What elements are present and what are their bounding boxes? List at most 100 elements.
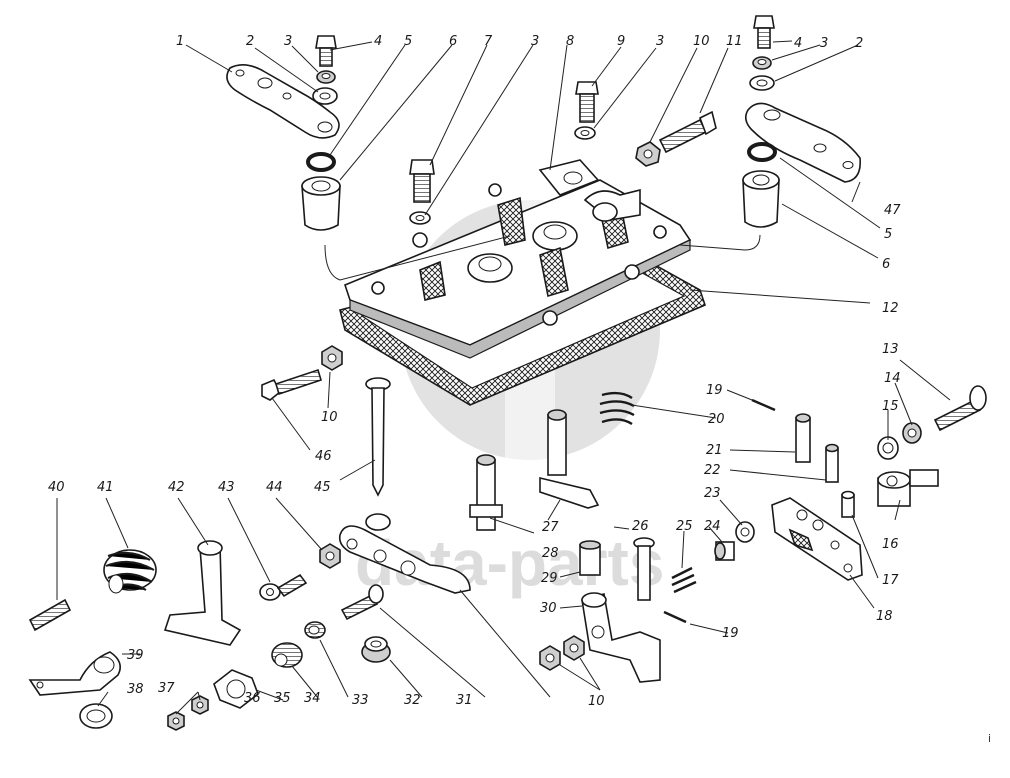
part-32-bolt [340, 584, 384, 621]
part-9-bolt [575, 81, 599, 123]
part-1-lever-left [226, 64, 340, 139]
callout-6: 6 [449, 34, 457, 49]
part-25-spring [671, 566, 697, 594]
part-13-bolt [933, 385, 987, 432]
callout-3: 3 [284, 34, 292, 49]
callout-19: 19 [706, 383, 723, 398]
part-2-washer-right [749, 75, 775, 91]
callout-5b: 5 [884, 227, 892, 242]
part-31-lever [338, 513, 471, 594]
part-40-stud [28, 598, 72, 632]
callout-22: 22 [704, 463, 721, 478]
part-26-pin [633, 537, 655, 601]
part-14-lockwasher [902, 422, 922, 444]
callout-13: 13 [882, 342, 899, 357]
callout-25: 25 [676, 519, 693, 534]
part-30-bracket [581, 592, 661, 683]
part-22-pin [825, 443, 839, 483]
part-5-ring [306, 152, 336, 172]
part-23-flangenut [735, 521, 755, 543]
part-4-bolt [315, 35, 337, 67]
callout-10b: 10 [588, 694, 605, 709]
callout-7: 7 [484, 34, 493, 49]
part-42-lever [163, 540, 242, 646]
part-2-washer [312, 87, 338, 105]
callout-3b: 3 [531, 34, 539, 49]
callout-20: 20 [708, 412, 725, 427]
part-46-bolt [261, 368, 322, 401]
callout-43: 43 [218, 480, 235, 495]
part-3-washer-top [574, 126, 596, 140]
callout-4: 4 [374, 34, 382, 49]
callout-24: 24 [704, 519, 721, 534]
part-47-lever-right [744, 102, 862, 183]
part-21-pin [795, 413, 811, 463]
callout-2: 2 [246, 34, 254, 49]
part-33-roller [361, 636, 391, 663]
callout-37: 37 [158, 681, 175, 696]
callout-15: 15 [882, 399, 899, 414]
callout-29: 29 [541, 571, 558, 586]
callout-33: 33 [352, 693, 369, 708]
callout-17: 17 [882, 573, 899, 588]
part-37-nuts [167, 695, 209, 731]
callout-47: 47 [884, 203, 901, 218]
callout-2b: 2 [855, 36, 863, 51]
callout-10: 10 [693, 34, 710, 49]
part-29-sleeve [579, 540, 601, 576]
callout-36: 36 [244, 691, 261, 706]
callout-46: 46 [315, 449, 332, 464]
callout-11: 11 [726, 34, 743, 49]
part-15-washer [877, 436, 899, 460]
callout-23: 23 [704, 486, 721, 501]
corner-mark: i [988, 732, 991, 745]
callout-10c: 10 [321, 410, 338, 425]
callout-45: 45 [314, 480, 331, 495]
part-19-cotterpin-bottom [663, 610, 687, 624]
part-3-washer-center [409, 211, 431, 225]
part-28-shaft [469, 454, 503, 531]
callout-19b: 19 [722, 626, 739, 641]
part-43-eyebolt [259, 573, 308, 601]
part-38-washer [79, 703, 113, 729]
part-6-bushing [301, 176, 341, 231]
callout-42: 42 [168, 480, 185, 495]
part-7-bolt [409, 159, 435, 203]
part-10-nuts-bottom [539, 635, 585, 671]
callout-28: 28 [542, 546, 559, 561]
callout-39: 39 [127, 648, 144, 663]
part-10-nut-left [321, 345, 343, 371]
callout-35: 35 [274, 691, 291, 706]
part-6-bushing-right [742, 170, 780, 228]
callout-5: 5 [404, 34, 412, 49]
callout-4b: 4 [794, 36, 802, 51]
part-24-bushing [714, 541, 735, 561]
part-3-lockwasher-right [752, 56, 772, 70]
part-35-plug [271, 642, 303, 668]
callout-labels: 1 2 3 4 5 6 7 3 8 9 3 10 11 4 3 2 47 5 6… [48, 34, 901, 709]
callout-30: 30 [540, 601, 557, 616]
part-8-plate [324, 159, 761, 359]
part-18-bracket [771, 497, 863, 581]
part-20-spring [599, 391, 635, 426]
part-17-pin [841, 490, 855, 518]
part-36-nut [213, 669, 259, 709]
part-45-pin [365, 377, 391, 497]
part-5-ring-right [747, 142, 777, 162]
callout-21: 21 [706, 443, 723, 458]
callout-3d: 3 [820, 36, 828, 51]
callout-9: 9 [617, 34, 625, 49]
leader-lines [56, 40, 951, 715]
callout-26: 26 [632, 519, 649, 534]
part-10-nut-top [635, 141, 661, 167]
part-41-spring [103, 549, 157, 594]
callout-40: 40 [48, 480, 65, 495]
part-3-lockwasher [316, 70, 336, 84]
callout-14: 14 [884, 371, 901, 386]
callout-31: 31 [456, 693, 473, 708]
callout-8: 8 [566, 34, 574, 49]
part-4-bolt-right [753, 15, 775, 49]
callout-6b: 6 [882, 257, 890, 272]
callout-44: 44 [266, 480, 283, 495]
